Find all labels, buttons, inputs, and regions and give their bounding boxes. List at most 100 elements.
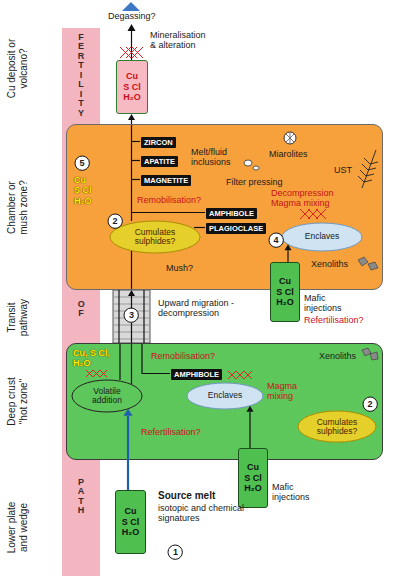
arrow-head	[124, 409, 133, 416]
process-note: Filter pressing	[226, 177, 283, 187]
process-note: Miarolites	[269, 149, 308, 159]
cumulate-ellipse: Cumulates sulphides?	[109, 220, 201, 254]
cumulate-ellipse: Cumulates sulphides?	[297, 410, 377, 443]
process-note: Xenoliths	[319, 351, 356, 361]
process-note: Mafic injections	[272, 482, 317, 503]
flow-connector	[131, 323, 132, 343]
zone-label: Transit pathway	[6, 292, 29, 342]
shape-fill	[298, 411, 376, 442]
degassing-arrow	[131, 30, 132, 60]
mineral-box: MAGNETITE	[141, 175, 191, 186]
mineral-name: MAGNETITE	[144, 177, 188, 185]
zone-label: Chamber or mush zone?	[6, 177, 29, 237]
mineral-box: AMPHIBOLE	[206, 208, 257, 219]
shape-fill	[124, 308, 138, 322]
element-list: Cu S Cl H₂O	[276, 276, 294, 307]
mineral-box: AMPHIBOLE	[171, 369, 222, 380]
source-title: Source melt	[158, 490, 215, 502]
flow-lines	[120, 125, 205, 384]
mixing-hatch	[86, 209, 326, 379]
connector-line	[131, 296, 132, 308]
process-note: Magma mixing	[267, 381, 309, 402]
ellipse-text: Cumulates sulphides?	[317, 418, 358, 437]
process-note: Magma mixing	[271, 198, 330, 208]
process-note: Remobilisation?	[136, 195, 202, 205]
shape-fill	[363, 397, 377, 411]
source-box: Cu S Cl H₂O	[115, 490, 146, 554]
top-note: Mineralisation & alteration	[150, 30, 210, 51]
enclave-ellipse: Enclaves	[186, 382, 264, 410]
process-note: Mush?	[166, 263, 193, 273]
callout-number: 5	[74, 155, 90, 171]
transit-conduit	[113, 290, 150, 343]
inclusion-icon	[244, 160, 259, 170]
process-note: Remobilisation?	[151, 351, 215, 361]
callout-number: 4	[268, 232, 284, 248]
mineral-name: ZIRCON	[144, 139, 173, 147]
volatile-ellipse: Volatile addition	[71, 379, 143, 413]
arrow-head	[128, 290, 135, 296]
shape-fill	[72, 380, 142, 412]
arrow-head	[128, 24, 136, 31]
mineral-box: APATITE	[141, 156, 178, 167]
mineral-box: PLAGIOCLASE	[206, 223, 266, 234]
process-note: Melt/fluid inclusions	[191, 147, 241, 168]
injection-box: Cu S Cl H₂O	[238, 448, 268, 508]
callout-number: 2	[362, 396, 378, 412]
callout-number: 2	[107, 213, 123, 229]
process-note: Xenoliths	[311, 259, 348, 269]
flow-connector	[285, 244, 292, 262]
process-note: UST	[334, 165, 352, 175]
connector-line	[127, 416, 129, 490]
shape-fill	[110, 221, 200, 253]
shape-fill	[168, 545, 182, 559]
zone-label: Cu deposit or volcano?	[6, 33, 29, 103]
zone-label: Lower plate and wedge	[6, 497, 29, 557]
mineral-name: PLAGIOCLASE	[209, 225, 263, 233]
ellipse-text: Volatile addition	[92, 387, 122, 406]
process-note: Decompression	[271, 188, 334, 198]
callout-text: 4	[273, 235, 278, 245]
element-list: Cu, S Cl, H₂O	[73, 348, 111, 369]
ellipse-text: Enclaves	[208, 391, 243, 400]
callout-text: 1	[173, 547, 178, 557]
arrow-head	[128, 114, 135, 120]
alteration-hatch	[120, 47, 143, 58]
connector-line	[131, 323, 132, 343]
volatile-box: Cu S Cl H₂O	[116, 60, 148, 114]
mineral-name: AMPHIBOLE	[209, 210, 254, 218]
flow-connector	[247, 406, 254, 448]
callout-text: 2	[367, 399, 372, 409]
shape-fill	[75, 156, 89, 170]
element-list: Cu S Cl H₂O	[74, 175, 92, 206]
arrow-head	[285, 244, 292, 250]
connector-line	[287, 250, 288, 262]
flow-connector	[128, 114, 135, 124]
ellipse-text: Enclaves	[305, 232, 340, 241]
shape-fill	[269, 233, 283, 247]
hot-zone: Cu, S Cl, H₂O Remobilisation? XenolithsMag…	[66, 343, 383, 460]
process-note: Refertilisation?	[304, 315, 364, 325]
arrow-head	[247, 406, 254, 412]
shape-fill	[282, 223, 362, 251]
band-letters: OF	[78, 300, 85, 319]
process-note: Refertilisation?	[141, 427, 201, 437]
injection-box: Cu S Cl H₂O	[270, 262, 300, 322]
band-letters: FERTILITY	[78, 33, 85, 118]
source-note: isotopic and chemical signatures	[158, 503, 248, 524]
shape-fill	[187, 383, 263, 409]
callout-text: 5	[79, 158, 84, 168]
mineral-name: AMPHIBOLE	[174, 371, 219, 379]
mineral-name: APATITE	[144, 158, 175, 166]
callout-text: 3	[129, 310, 134, 320]
shape-fill	[108, 214, 122, 228]
path-band: FERTILITYOFPATH	[62, 28, 100, 576]
process-note: Upward migration - decompression	[158, 298, 258, 319]
miarolite-icon	[284, 132, 296, 144]
element-list: Cu S Cl H₂O	[244, 462, 262, 493]
callout-text: 2	[112, 216, 117, 226]
element-list: Cu S Cl H₂O	[123, 71, 141, 102]
chamber-zone: Cu S Cl H₂O Melt/fluid inclusions Miarolit…	[66, 124, 383, 290]
ellipse-text: Cumulates sulphides?	[135, 228, 176, 247]
xenolith-icon	[358, 257, 378, 360]
